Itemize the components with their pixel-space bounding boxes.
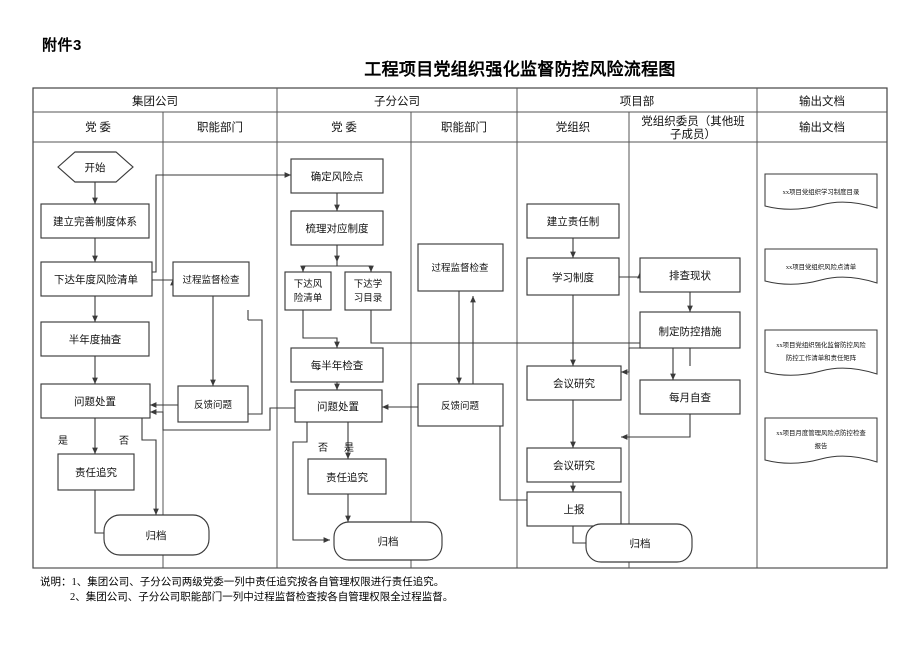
- node-c5-archive[interactable]: 归档: [585, 523, 693, 563]
- attachment-label: 附件3: [42, 37, 82, 54]
- output-doc-0-line-0: xx项目党组织学习制度目录: [783, 187, 860, 196]
- node-c1-c-label: 半年度抽查: [69, 333, 122, 346]
- branch-label-c1-yes: 是: [58, 435, 68, 447]
- node-c1-archive[interactable]: 归档: [103, 514, 210, 556]
- page-title: 工程项目党组织强化监督防控风险流程图: [364, 60, 676, 79]
- column-header-functional-dept-group: 职能部门: [197, 120, 243, 134]
- node-c4-feedback-issue[interactable]: 反馈问题: [417, 383, 504, 427]
- output-doc-3[interactable]: xx项目月度管理风险点防控检查 报告: [764, 417, 878, 464]
- node-c1-issue-annual-risk-list[interactable]: 下达年度风险清单: [40, 261, 153, 297]
- footer-note-1: 说明：1、集团公司、子分公司两级党委一列中责任追究按各自管理权限进行责任追究。: [40, 577, 445, 588]
- node-c5-f-label: 归档: [630, 537, 651, 550]
- node-c1-e-label: 责任追究: [75, 466, 117, 479]
- node-c5-meeting-research-2[interactable]: 会议研究: [526, 447, 622, 483]
- output-doc-3-line-0: xx项目月度管理风险点防控检查: [776, 428, 866, 437]
- node-c1-establish-system[interactable]: 建立完善制度体系: [40, 203, 150, 239]
- node-c3-d-label: 每半年检查: [311, 359, 364, 372]
- branch-label-c3-no: 否: [318, 442, 328, 454]
- table-grid: [32, 87, 888, 569]
- node-c3-issue-risk-list[interactable]: 下达风 险清单: [284, 271, 332, 311]
- output-doc-1-line-0: xx项目党组织风险点清单: [786, 262, 857, 271]
- node-c4-b-label: 反馈问题: [441, 400, 480, 412]
- node-c5-d-label: 会议研究: [553, 459, 595, 472]
- node-c5-b-label: 学习制度: [552, 271, 594, 284]
- node-c1-problem-handling[interactable]: 问题处置: [40, 383, 151, 419]
- node-c6-set-control-measures[interactable]: 制定防控措施: [639, 311, 741, 349]
- branch-label-c1-no: 否: [119, 435, 129, 447]
- column-header-functional-dept-sub: 职能部门: [441, 120, 487, 134]
- column-header-party-committee-group: 党 委: [85, 120, 111, 134]
- output-doc-3-line-1: 报告: [815, 441, 828, 450]
- branch-label-c3-yes: 是: [344, 442, 354, 454]
- node-c1-d-label: 问题处置: [74, 395, 116, 408]
- node-c3-c2-label-l1: 下达学: [354, 278, 383, 290]
- node-c3-g-label: 归档: [378, 535, 399, 548]
- node-c3-c2-label-l2: 习目录: [354, 293, 383, 304]
- node-c3-issue-study-catalog[interactable]: 下达学 习目录: [344, 271, 392, 311]
- node-c6-b-label: 制定防控措施: [659, 325, 722, 338]
- node-c3-identify-risk-points[interactable]: 确定风险点: [290, 158, 384, 194]
- node-c5-a-label: 建立责任制: [547, 215, 600, 228]
- node-c3-c1-label-l1: 下达风: [294, 278, 323, 290]
- node-c3-e-label: 问题处置: [317, 400, 359, 413]
- footer-note-2: 2、集团公司、子分公司职能部门一列中过程监督检查按各自管理权限全过程监督。: [70, 592, 454, 604]
- node-c3-sort-systems[interactable]: 梳理对应制度: [290, 210, 384, 246]
- output-doc-0[interactable]: xx项目党组织学习制度目录: [764, 173, 878, 210]
- column-header-party-org-member-l1: 党组织委员（其他班: [641, 114, 745, 128]
- footer-notes: 说明：1、集团公司、子分公司两级党委一列中责任追究按各自管理权限进行责任追究。 …: [40, 575, 740, 605]
- node-c2-a-label: 过程监督检查: [182, 274, 240, 286]
- node-c5-e-label: 上报: [564, 503, 585, 516]
- connectors: [92, 172, 693, 546]
- node-c2-b-label: 反馈问题: [194, 399, 233, 411]
- node-c2-feedback-issue[interactable]: 反馈问题: [177, 385, 249, 423]
- node-c5-study-system[interactable]: 学习制度: [526, 257, 620, 296]
- node-c1-start-label: 开始: [85, 161, 106, 174]
- node-c3-a-label: 确定风险点: [311, 170, 364, 183]
- node-c1-semiannual-spotcheck[interactable]: 半年度抽查: [40, 321, 150, 357]
- output-doc-1[interactable]: xx项目党组织风险点清单: [764, 248, 878, 285]
- node-c2-process-supervision[interactable]: 过程监督检查: [172, 261, 250, 297]
- group-header-0: 集团公司: [132, 94, 178, 108]
- node-c5-c-label: 会议研究: [553, 377, 595, 390]
- node-c1-a-label: 建立完善制度体系: [53, 215, 137, 228]
- node-c6-a-label: 排查现状: [669, 269, 711, 282]
- column-header-party-committee-sub: 党 委: [331, 120, 357, 134]
- node-c1-b-label: 下达年度风险清单: [54, 273, 138, 286]
- node-c3-problem-handling[interactable]: 问题处置: [294, 389, 383, 423]
- group-header-2: 项目部: [620, 94, 655, 108]
- group-header-3: 输出文档: [799, 94, 845, 108]
- column-header-party-org: 党组织: [556, 120, 591, 134]
- node-c3-f-label: 责任追究: [326, 471, 368, 484]
- node-c3-semiannual-check[interactable]: 每半年检查: [290, 347, 384, 383]
- node-c5-meeting-research-1[interactable]: 会议研究: [526, 365, 622, 401]
- node-c5-establish-responsibility[interactable]: 建立责任制: [526, 203, 620, 239]
- column-header-output-docs: 输出文档: [799, 120, 845, 134]
- node-c6-investigate-status[interactable]: 排查现状: [639, 257, 741, 293]
- node-c3-archive[interactable]: 归档: [333, 521, 443, 561]
- node-c1-f-label: 归档: [146, 529, 167, 542]
- node-c1-accountability[interactable]: 责任追究: [57, 453, 135, 491]
- node-c3-accountability[interactable]: 责任追究: [307, 458, 387, 495]
- column-header-party-org-member-l2: 子成员）: [670, 128, 716, 141]
- node-c1-start[interactable]: 开始: [57, 151, 134, 183]
- node-c6-c-label: 每月自查: [669, 391, 711, 404]
- output-doc-2[interactable]: xx项目党组织强化监督防控风险 防控工作清单和责任矩阵: [764, 329, 878, 376]
- node-c6-monthly-selfcheck[interactable]: 每月自查: [639, 379, 741, 415]
- node-c3-c1-label-l2: 险清单: [294, 292, 323, 304]
- output-doc-2-line-0: xx项目党组织强化监督防控风险: [776, 340, 866, 349]
- node-c4-a-label: 过程监督检查: [431, 262, 489, 274]
- output-doc-2-line-1: 防控工作清单和责任矩阵: [786, 353, 857, 362]
- node-c4-process-supervision[interactable]: 过程监督检查: [417, 243, 504, 292]
- group-header-1: 子分公司: [374, 95, 420, 108]
- node-c3-b-label: 梳理对应制度: [306, 222, 369, 235]
- node-c5-report-up[interactable]: 上报: [526, 491, 622, 527]
